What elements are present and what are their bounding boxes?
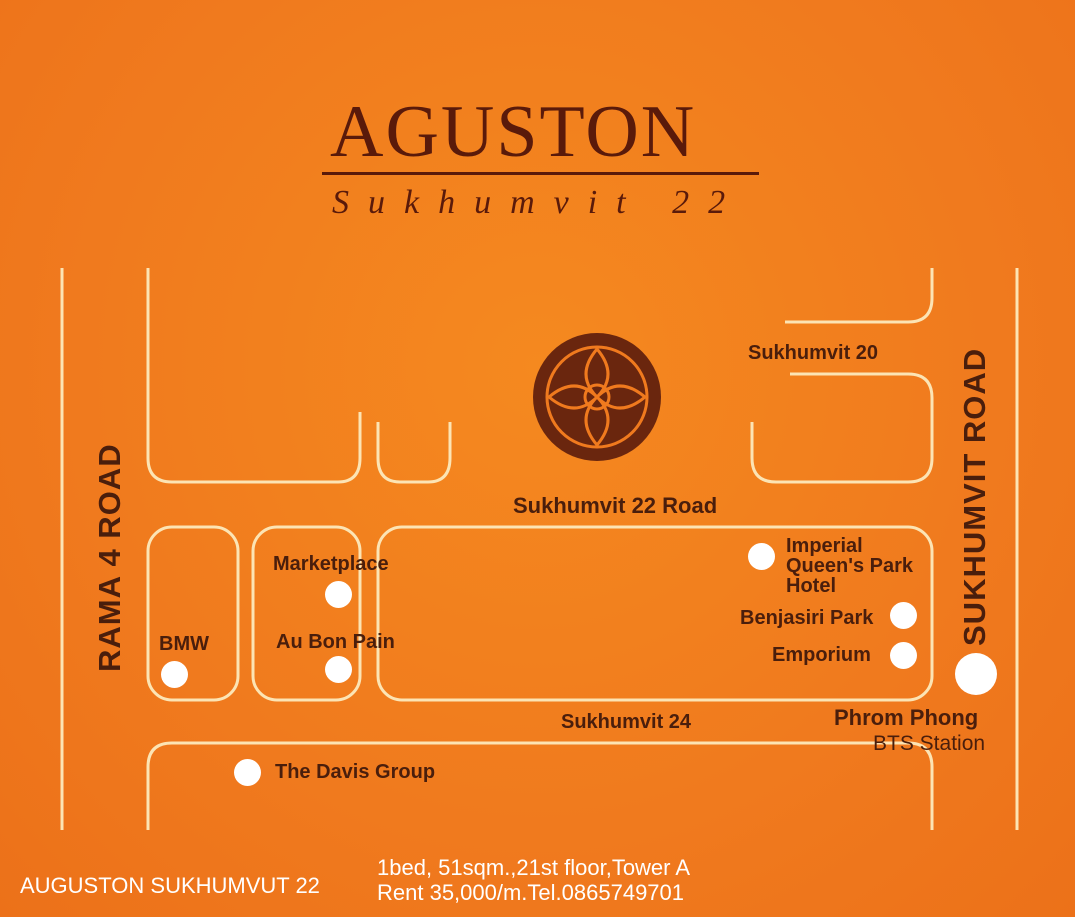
- davis-group-label: The Davis Group: [275, 761, 436, 783]
- phrom-phong-label: Phrom Phong: [834, 705, 979, 730]
- road-block-top-right: [750, 372, 934, 484]
- benjasiri-label: Benjasiri Park: [740, 607, 874, 629]
- project-emblem: [533, 333, 661, 461]
- footer-details-line2: Rent 35,000/m.Tel.0865749701: [377, 880, 685, 905]
- road-block-bmw: [146, 525, 240, 702]
- bts-station-label: BTS Station: [873, 732, 986, 755]
- marketplace-marker: [325, 581, 352, 608]
- imperial-marker: [748, 543, 775, 570]
- emporium-marker: [890, 642, 917, 669]
- footer-title: AUGUSTON SUKHUMVUT 22: [20, 873, 320, 898]
- road-sukhumvit20-top: [785, 268, 934, 324]
- rama4-road-label: RAMA 4 ROAD: [92, 443, 127, 672]
- phrom-phong-bts-marker: [955, 653, 997, 695]
- bmw-label: BMW: [159, 633, 209, 655]
- sukhumvit-road-label: SUKHUMVIT ROAD: [957, 347, 992, 646]
- bmw-marker: [161, 661, 188, 688]
- benjasiri-marker: [890, 602, 917, 629]
- au-bon-pain-label: Au Bon Pain: [276, 631, 395, 653]
- imperial-label-2: Queen's Park: [786, 555, 914, 577]
- davis-group-marker: [234, 759, 261, 786]
- road-block-emporium: [376, 525, 934, 702]
- road-sukhumvit24: [146, 741, 934, 830]
- logo-subtitle: Sukhumvit 22: [332, 184, 745, 221]
- marketplace-label: Marketplace: [273, 553, 389, 575]
- logo-wordmark: AGUSTON: [330, 91, 697, 173]
- road-block-marketplace: [251, 525, 362, 702]
- footer-details-line1: 1bed, 51sqm.,21st floor,Tower A: [377, 855, 691, 880]
- emporium-label: Emporium: [772, 644, 871, 666]
- road-block-top-left: [146, 268, 362, 484]
- logo-divider: [322, 172, 759, 175]
- au-bon-pain-marker: [325, 656, 352, 683]
- imperial-label-1: Imperial: [786, 535, 863, 557]
- sukhumvit20-label: Sukhumvit 20: [748, 342, 879, 364]
- sukhumvit22-label: Sukhumvit 22 Road: [513, 493, 718, 518]
- imperial-label-3: Hotel: [786, 575, 836, 597]
- sukhumvit24-label: Sukhumvit 24: [561, 711, 692, 733]
- road-block-top-small: [376, 422, 452, 484]
